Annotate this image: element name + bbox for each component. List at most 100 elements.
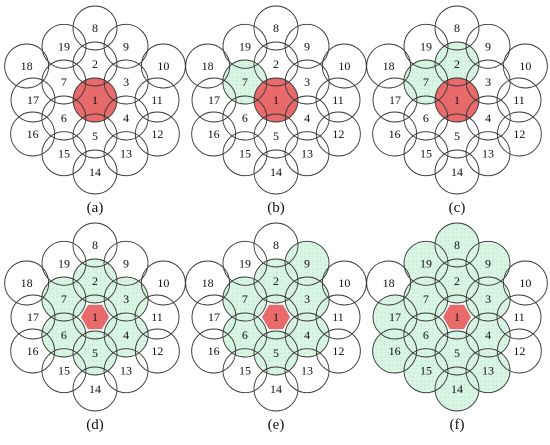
cell-label: 4 [123,111,129,125]
cell-circle [502,43,548,89]
cell-circle [372,328,418,374]
cell-circle [434,5,480,51]
cell-label: 3 [485,292,491,306]
cell-label: 7 [61,75,67,89]
cell-circle [434,149,480,195]
cell-circle [465,348,511,394]
cell-label: 16 [27,127,39,141]
cell-circle [103,23,149,69]
cell-label: 3 [485,75,491,89]
cell-fill-green [41,277,86,321]
cell-label: 10 [519,276,531,290]
cell-fill-red [81,304,109,330]
cell-label: 11 [513,310,525,324]
cell-circle [103,240,149,286]
cell-circle [72,366,118,412]
cell-label: 11 [332,93,344,107]
cell-label: 3 [304,75,310,89]
panel-caption: (a) [87,200,104,216]
cell-circle [434,222,480,268]
cell-circle [284,348,330,394]
cell-label: 11 [332,310,344,324]
cell-circle [253,222,299,268]
cell-label: 7 [242,75,248,89]
cell-label: 19 [420,39,432,53]
cell-label: 9 [304,256,310,270]
cell-label: 2 [454,274,460,288]
cell-circle [403,240,449,286]
cell-label: 4 [485,328,491,342]
cell-circle [372,294,418,340]
cell-label: 7 [423,292,429,306]
cell-label: 7 [423,75,429,89]
cell-label: 2 [92,57,98,71]
cell-label: 13 [482,147,494,161]
cell-label: 17 [27,93,39,107]
cell-circle [4,260,50,306]
cell-circle [103,131,149,177]
cell-label: 6 [423,328,429,342]
cell-label: 15 [420,364,432,378]
cell-label: 13 [301,364,313,378]
cell-circle [465,312,511,358]
cell-label: 11 [151,310,163,324]
cell-label: 15 [420,147,432,161]
cell-circle [465,95,511,141]
cell-fill-green [285,277,330,321]
cell-label: 1 [92,310,98,324]
cell-circle [72,5,118,51]
cell-label: 1 [273,93,279,107]
cell-label: 19 [58,256,70,270]
cell-label: 5 [92,346,98,360]
cell-circle [222,95,268,141]
cell-label: 3 [304,292,310,306]
cell-fill-green [466,241,510,286]
cell-label: 13 [120,147,132,161]
cell-label: 14 [89,165,101,179]
cell-label: 14 [270,382,282,396]
cell-circle [72,149,118,195]
cell-circle [10,328,56,374]
cell-label: 2 [273,57,279,71]
cell-label: 18 [21,276,33,290]
cell-label: 4 [123,328,129,342]
cell-fill-green [222,313,267,357]
cell-label: 6 [61,328,67,342]
cell-fill-green [104,277,149,321]
cell-label: 18 [383,59,395,73]
cell-label: 6 [61,111,67,125]
cell-circle [366,43,412,89]
cell-label: 9 [485,256,491,270]
cell-label: 13 [120,364,132,378]
cell-circle [10,77,56,123]
cell-circle [10,294,56,340]
cell-fill-green [404,241,448,286]
cell-label: 8 [454,21,460,35]
cell-circle [10,111,56,157]
cell-label: 18 [202,59,214,73]
cell-circle [72,113,118,159]
cell-label: 7 [61,292,67,306]
cell-circle [465,23,511,69]
cell-circle [372,111,418,157]
cell-circle [434,294,480,340]
cell-circle [434,330,480,376]
cell-label: 6 [423,111,429,125]
cell-circle [253,258,299,304]
cell-circle [253,41,299,87]
cell-circle [103,348,149,394]
cell-label: 17 [208,93,220,107]
cell-label: 5 [273,129,279,143]
cell-circle [41,95,87,141]
cell-circle [253,330,299,376]
cell-circle [222,23,268,69]
cell-circle [191,294,237,340]
cell-circle [72,41,118,87]
cell-circle [222,240,268,286]
cell-circle [403,95,449,141]
cell-label: 4 [304,328,310,342]
cell-circle [103,312,149,358]
